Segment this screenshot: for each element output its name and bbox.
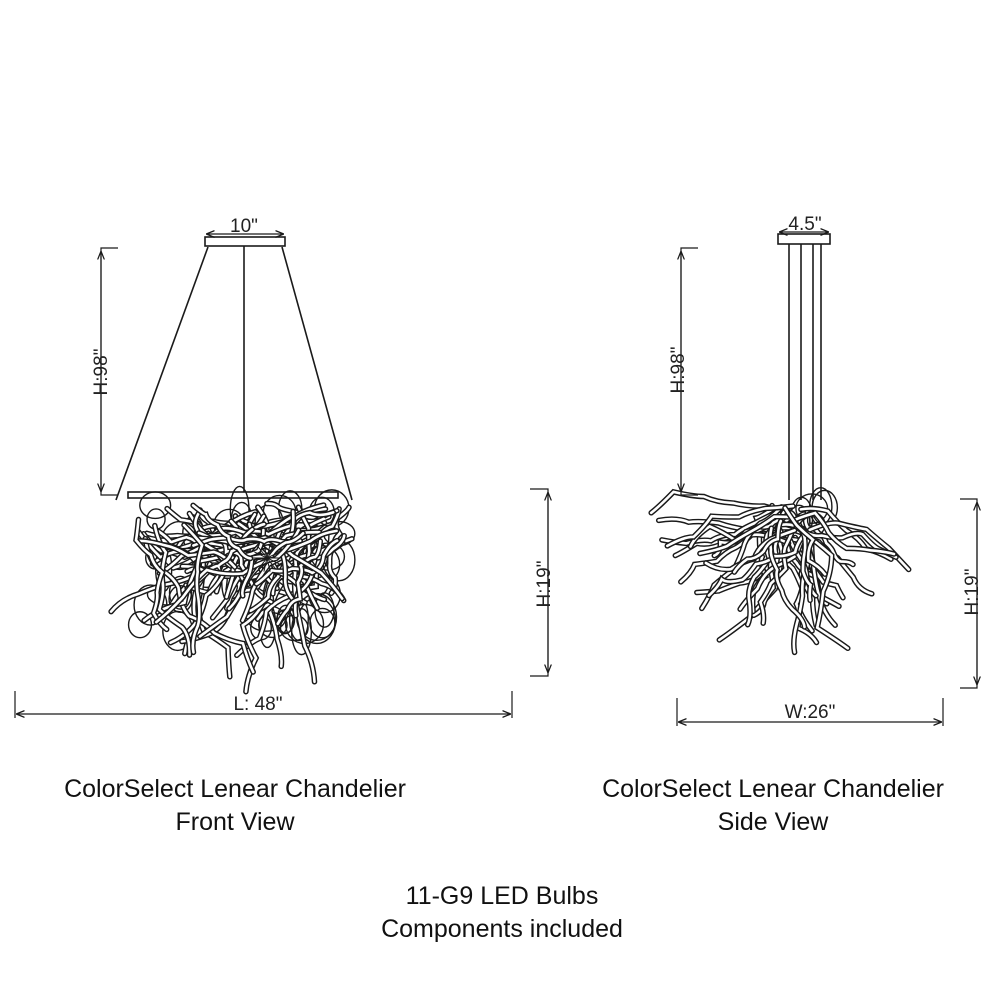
front-length-label: L: 48"	[233, 694, 282, 715]
side-body-height-label: H:19"	[962, 569, 983, 616]
rosette-spoke	[266, 551, 280, 559]
side-drop-height-label: H:98"	[668, 347, 689, 394]
glass-tendril	[698, 515, 804, 555]
rosette-spoke	[257, 546, 268, 559]
rosette-spoke	[266, 557, 277, 570]
side-view-caption: ColorSelect Lenear Chandelier Side View	[540, 773, 1000, 839]
front-caption-title: ColorSelect Lenear Chandelier	[64, 775, 406, 803]
side-caption-title: ColorSelect Lenear Chandelier	[602, 775, 944, 803]
rosette-spoke	[266, 544, 271, 559]
front-body-height-label: H:19"	[534, 561, 555, 608]
front-canopy	[204, 236, 286, 247]
glass-tendril	[768, 526, 806, 629]
rosette-spoke	[254, 551, 268, 559]
front-cable-left	[115, 246, 209, 501]
side-canopy	[777, 233, 831, 245]
side-canopy-width-label: 4.5"	[788, 214, 821, 235]
front-view-caption: ColorSelect Lenear Chandelier Front View	[0, 773, 470, 839]
front-drop-height-label: H:98"	[91, 349, 112, 396]
rosette-spoke	[266, 557, 280, 565]
glass-tendril	[134, 518, 168, 631]
rosette-spoke	[263, 544, 268, 559]
components-info: Components included	[381, 915, 623, 943]
glass-tendril	[791, 511, 896, 556]
front-view: 10" H:98" H:19" L: 48"	[14, 216, 555, 718]
glass-tendril	[801, 531, 850, 650]
glass-tendril	[207, 528, 254, 572]
side-glass-cluster	[648, 487, 912, 656]
side-view: 4.5" H:98" H:19" W:26"	[648, 214, 983, 726]
side-width-label: W:26"	[785, 702, 836, 723]
glass-bubble	[168, 575, 193, 610]
side-caption-subtitle: Side View	[717, 808, 829, 836]
glass-tendril	[783, 506, 827, 576]
front-caption-subtitle: Front View	[175, 808, 295, 836]
front-canopy-width-label: 10"	[230, 216, 258, 237]
side-rods	[788, 244, 822, 500]
footer-notes: 11-G9 LED Bulbs Components included	[250, 880, 754, 946]
glass-tendril	[182, 523, 204, 654]
glass-bubble	[290, 608, 313, 656]
glass-tendril	[666, 504, 795, 548]
rosette-spoke	[266, 557, 271, 572]
rosette-spoke	[257, 557, 268, 570]
glass-bubble	[139, 491, 172, 520]
glass-tendril	[191, 504, 252, 560]
glass-tendril	[276, 539, 322, 626]
glass-tendril	[220, 511, 335, 536]
glass-tendril	[733, 519, 783, 574]
glass-tendril	[241, 532, 305, 598]
bulb-info: 11-G9 LED Bulbs	[405, 882, 599, 910]
front-glass-cluster	[108, 485, 356, 695]
glass-tendril	[153, 524, 191, 657]
glass-tendril	[155, 528, 300, 624]
glass-tendril	[137, 539, 237, 569]
glass-tendril	[707, 532, 806, 597]
front-cable-right	[281, 246, 353, 501]
rosette-spoke	[254, 557, 268, 565]
rosette-spoke	[263, 557, 268, 572]
rosette-spoke	[266, 546, 277, 559]
